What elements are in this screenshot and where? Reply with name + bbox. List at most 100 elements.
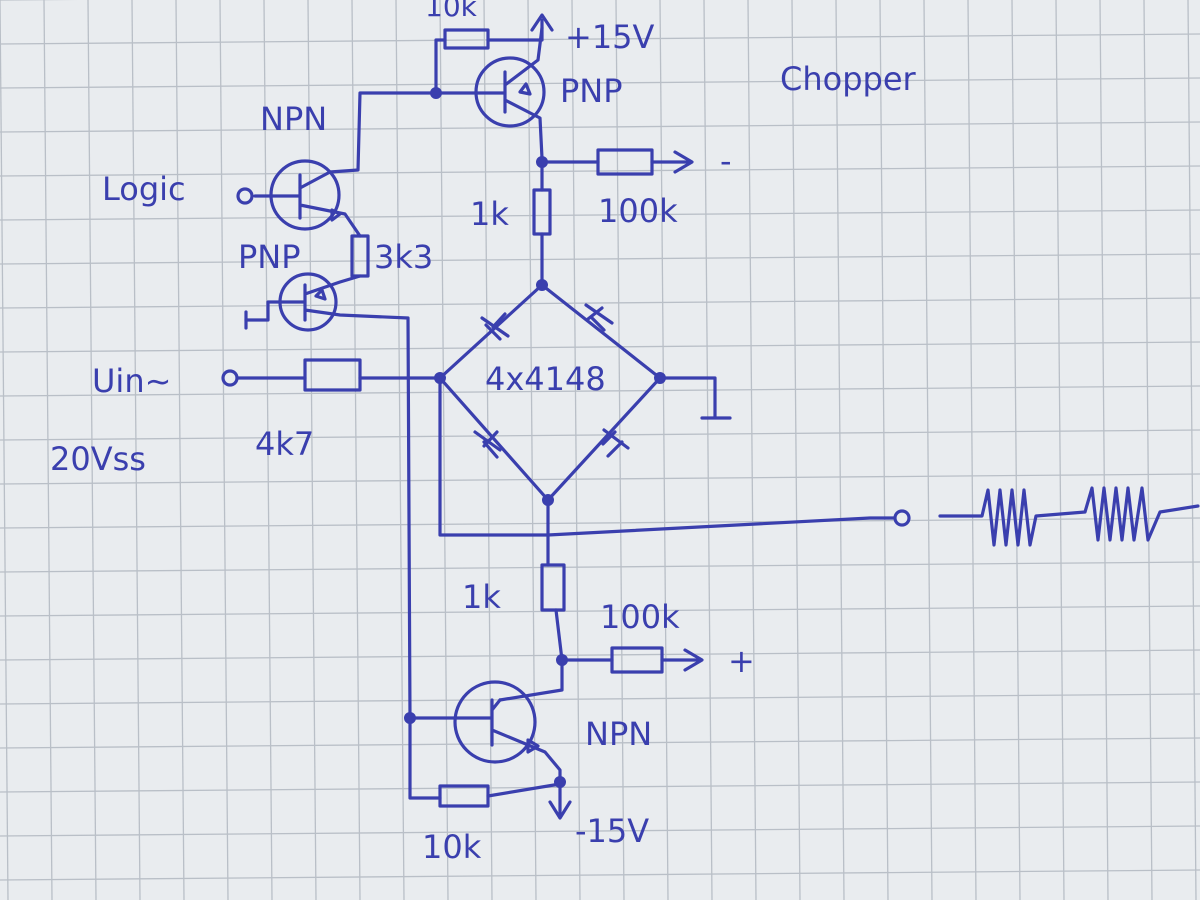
wire-bottom-10k bbox=[408, 716, 562, 800]
grid-line-horizontal bbox=[0, 77, 1200, 89]
grid-line-horizontal bbox=[0, 165, 1200, 177]
label-minus15v: -15V bbox=[575, 812, 649, 850]
wire-top-left bbox=[434, 18, 544, 95]
grid-line-horizontal bbox=[0, 385, 1200, 397]
wire-logic-collector bbox=[328, 91, 438, 174]
node-top-collector bbox=[536, 156, 548, 168]
grid-line-horizontal bbox=[0, 253, 1200, 265]
grid-line-horizontal bbox=[0, 341, 1200, 353]
grid-line-horizontal bbox=[0, 517, 1200, 529]
grid-line-horizontal bbox=[0, 473, 1200, 485]
label-4k7: 4k7 bbox=[255, 425, 314, 463]
label-npn-logic: NPN bbox=[260, 100, 327, 138]
grid-line-horizontal bbox=[0, 297, 1200, 309]
label-out-plus: + bbox=[728, 642, 755, 680]
npn-bottom-transistor bbox=[408, 680, 562, 817]
grid-line-vertical bbox=[923, 0, 933, 900]
grid-line-vertical bbox=[791, 0, 801, 900]
grid-line-vertical bbox=[0, 0, 9, 900]
label-100k-bot: 100k bbox=[600, 598, 680, 636]
grid-line-vertical bbox=[175, 0, 185, 900]
resistor-1k-top bbox=[532, 188, 552, 236]
resistor-4k7 bbox=[303, 358, 362, 392]
grid-line-horizontal bbox=[0, 825, 1200, 837]
grid-line-vertical bbox=[43, 0, 53, 900]
label-3k3: 3k3 bbox=[374, 238, 433, 276]
wire-top-collector bbox=[540, 156, 692, 287]
pnp-top-transistor bbox=[434, 26, 546, 160]
label-1k-bot: 1k bbox=[462, 578, 501, 616]
label-pnp-small: PNP bbox=[238, 238, 301, 276]
grid-line-vertical bbox=[1099, 0, 1109, 900]
grid-line-vertical bbox=[615, 0, 625, 900]
node-bottom-collector bbox=[556, 654, 568, 666]
resistor-1k-bot bbox=[540, 563, 566, 612]
grid-line-vertical bbox=[1055, 0, 1065, 900]
grid-line-horizontal bbox=[0, 693, 1200, 705]
bridge-ground bbox=[658, 376, 732, 420]
grid-line-vertical bbox=[131, 0, 141, 900]
arrow-out-minus bbox=[673, 150, 694, 174]
grid-line-horizontal bbox=[0, 429, 1200, 441]
label-10k-bot: 10k bbox=[422, 828, 482, 866]
grid-line-vertical bbox=[967, 0, 977, 900]
label-100k-top: 100k bbox=[598, 192, 678, 230]
grid-line-horizontal bbox=[0, 121, 1200, 133]
node-minus15 bbox=[554, 776, 566, 788]
plus15-arrow bbox=[530, 13, 554, 32]
label-logic: Logic bbox=[102, 170, 186, 208]
grid-line-vertical bbox=[307, 0, 317, 900]
grid-line-vertical bbox=[219, 0, 229, 900]
grid-line-vertical bbox=[703, 0, 713, 900]
label-20vss: 20Vss bbox=[50, 440, 146, 478]
resistor-10k-bot bbox=[438, 784, 490, 808]
resistor-100k-top bbox=[596, 148, 654, 176]
grid-line-horizontal bbox=[0, 561, 1200, 573]
bridge-node-top bbox=[536, 279, 548, 291]
arrow-out-plus bbox=[683, 648, 704, 672]
uin-terminal bbox=[221, 369, 239, 387]
grid-line-vertical bbox=[527, 0, 537, 900]
resistor-100k-bot bbox=[610, 646, 664, 674]
grid-line-vertical bbox=[439, 0, 449, 900]
grid-line-vertical bbox=[87, 0, 97, 900]
label-npn-bot: NPN bbox=[585, 715, 652, 753]
grid-line-vertical bbox=[747, 0, 757, 900]
label-out-minus: - bbox=[720, 142, 732, 180]
grid-line-horizontal bbox=[0, 781, 1200, 793]
label-bridge: 4x4148 bbox=[485, 360, 606, 398]
grid-line-vertical bbox=[835, 0, 845, 900]
label-pnp-top: PNP bbox=[560, 72, 623, 110]
label-10k-top: 10k bbox=[425, 0, 478, 23]
label-1k-top: 1k bbox=[470, 195, 509, 233]
logic-terminal bbox=[236, 187, 254, 205]
minus15-arrow bbox=[548, 800, 572, 820]
grid-line-vertical bbox=[483, 0, 493, 900]
grid-line-horizontal bbox=[0, 605, 1200, 617]
grid-line-vertical bbox=[351, 0, 361, 900]
output-terminal bbox=[893, 509, 911, 527]
grid-line-vertical bbox=[659, 0, 669, 900]
grid-line-vertical bbox=[879, 0, 889, 900]
pnp-small-transistor bbox=[244, 272, 412, 720]
npn-logic-transistor bbox=[253, 159, 362, 238]
grid-line-vertical bbox=[1011, 0, 1021, 900]
grid-line-vertical bbox=[571, 0, 581, 900]
grid-line-horizontal bbox=[0, 209, 1200, 221]
grid-line-vertical bbox=[395, 0, 405, 900]
grid-line-vertical bbox=[263, 0, 273, 900]
grid-line-horizontal bbox=[0, 33, 1200, 45]
label-uin: Uin~ bbox=[92, 362, 171, 400]
grid-line-horizontal bbox=[0, 737, 1200, 749]
resistor-10k-top bbox=[443, 28, 490, 50]
label-plus15v: +15V bbox=[565, 18, 655, 56]
title-label: Chopper bbox=[780, 60, 917, 98]
grid-line-vertical bbox=[1187, 0, 1197, 900]
grid-line-vertical bbox=[1143, 0, 1153, 900]
wire-bottom-collector bbox=[498, 498, 702, 702]
grid-line-horizontal bbox=[0, 869, 1200, 881]
grid-line-horizontal bbox=[0, 649, 1200, 661]
load-coil bbox=[938, 486, 1200, 547]
